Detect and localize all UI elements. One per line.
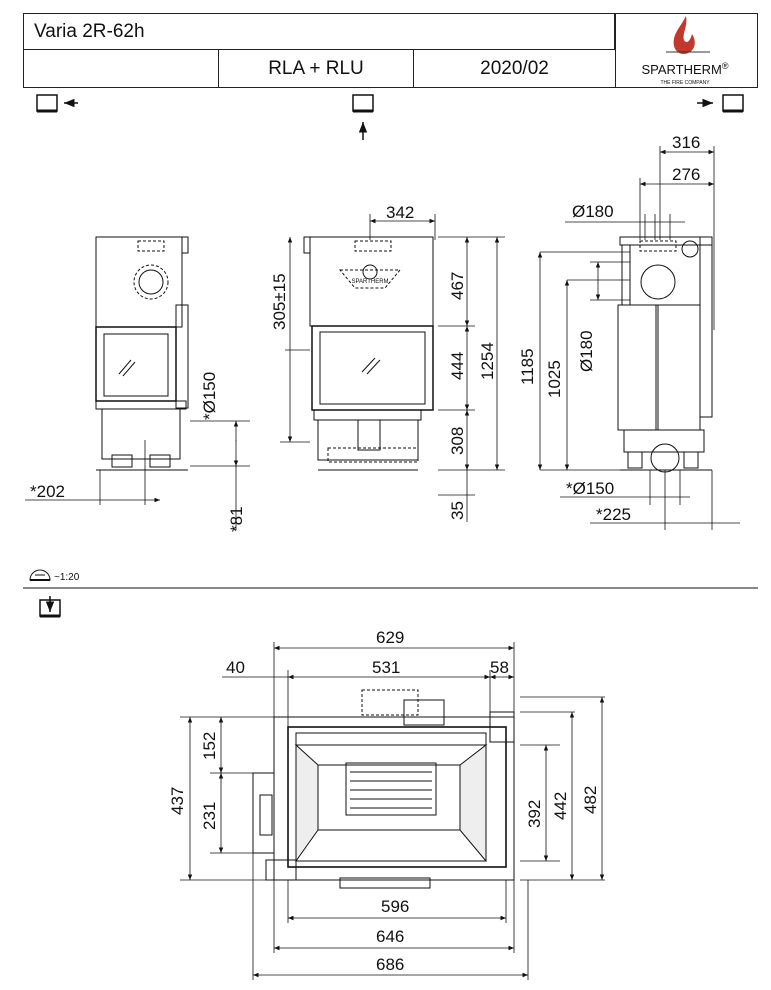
dim-front-door-offset: 305±15 bbox=[270, 273, 289, 330]
dim-left-air-d: *Ø150 bbox=[200, 372, 219, 420]
model-name: Varia 2R-62h bbox=[34, 20, 145, 42]
variant-label: RLA + RLU bbox=[268, 57, 364, 79]
dim-side-air-d: *Ø150 bbox=[566, 479, 614, 498]
dim-side-h-1025: 1025 bbox=[545, 360, 564, 398]
flame-icon bbox=[666, 16, 710, 54]
date-label: 2020/02 bbox=[480, 57, 549, 79]
scale-label: ~1:20 bbox=[54, 572, 80, 583]
dim-front-foot-h: 35 bbox=[448, 501, 467, 520]
right-view bbox=[617, 236, 713, 473]
dim-left-air-y: *81 bbox=[227, 506, 246, 532]
dim-front-base-h: 308 bbox=[448, 427, 467, 455]
dim-plan-231: 231 bbox=[200, 802, 219, 830]
dim-plan-58: 58 bbox=[490, 658, 509, 677]
dim-front-glass-h: 444 bbox=[448, 352, 467, 380]
view-right-icon bbox=[697, 94, 744, 113]
brand-tagline: THE FIRE COMPANY bbox=[660, 80, 710, 86]
dim-front-total-h: 1254 bbox=[478, 342, 497, 380]
dim-left-air-x: *202 bbox=[30, 482, 65, 501]
dim-plan-437: 437 bbox=[168, 787, 187, 815]
front-logo-text: SPARTHERM bbox=[351, 279, 388, 285]
dim-plan-596: 596 bbox=[381, 897, 409, 916]
dim-side-flue-d-vert: Ø180 bbox=[577, 330, 596, 372]
dim-plan-392: 392 bbox=[525, 800, 544, 828]
dim-side-top-w: 316 bbox=[672, 133, 700, 152]
brand-name: SPARTHERM® bbox=[641, 61, 728, 77]
dim-plan-442: 442 bbox=[551, 792, 570, 820]
title-cell-logo bbox=[615, 13, 758, 88]
dim-plan-646: 646 bbox=[376, 927, 404, 946]
dim-plan-686: 686 bbox=[376, 955, 404, 974]
dim-plan-152: 152 bbox=[200, 732, 219, 760]
view-front-icon bbox=[352, 94, 374, 140]
dim-plan-40: 40 bbox=[226, 658, 245, 677]
dim-plan-482: 482 bbox=[581, 786, 600, 814]
dim-front-flue-w: 342 bbox=[386, 203, 414, 222]
view-left-icon bbox=[36, 94, 78, 113]
dim-plan-629: 629 bbox=[376, 628, 404, 647]
dim-side-flue-d: Ø180 bbox=[572, 202, 614, 221]
left-view bbox=[95, 236, 189, 471]
dim-side-inner-w: 276 bbox=[672, 165, 700, 184]
front-view bbox=[303, 236, 434, 471]
scale-ruler-icon bbox=[29, 569, 51, 581]
view-top-icon bbox=[39, 596, 61, 618]
dim-plan-531: 531 bbox=[372, 658, 400, 677]
plan-view bbox=[252, 689, 515, 889]
dim-side-air-x: *225 bbox=[596, 505, 631, 524]
dim-side-h-1185: 1185 bbox=[518, 348, 537, 385]
dim-front-top-h: 467 bbox=[448, 272, 467, 300]
